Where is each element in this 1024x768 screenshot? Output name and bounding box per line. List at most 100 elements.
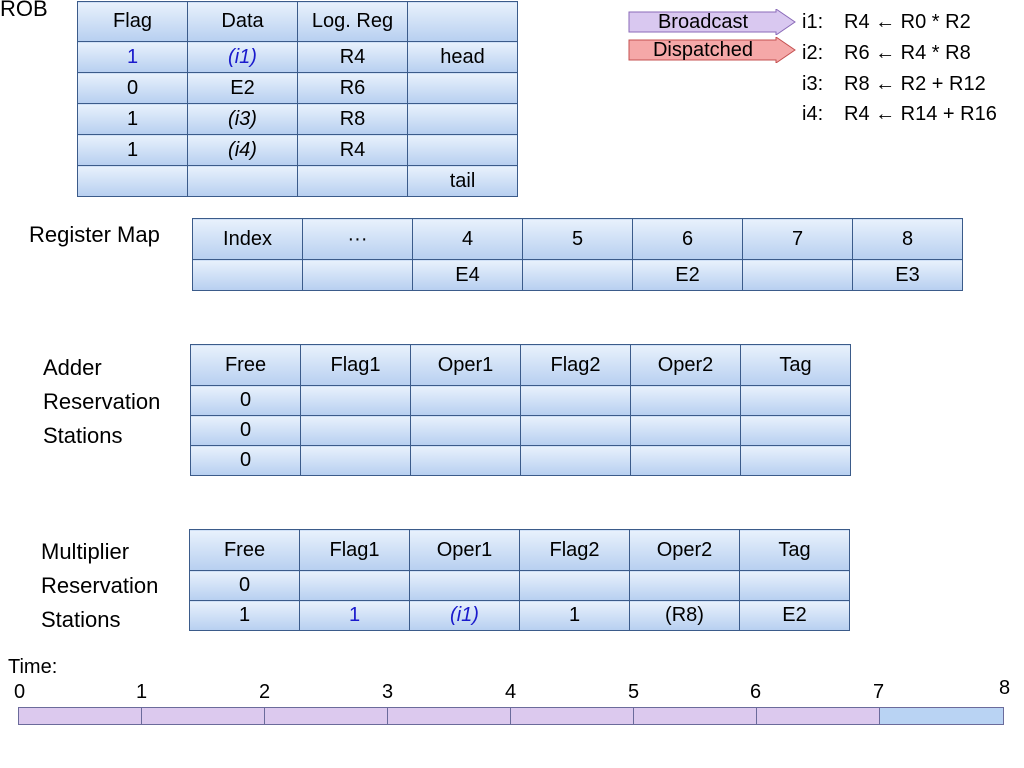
adder-rs-cell [300, 415, 411, 446]
adder-rs-header-cell: Flag1 [300, 344, 411, 386]
mult-rs-row: 1 1 (i1) 1 (R8) E2 [189, 600, 850, 631]
instruction-id: i2: [802, 42, 824, 64]
mult-rs-header-cell: Tag [739, 529, 850, 571]
dispatched-label: Dispatched [652, 39, 754, 61]
register-map-table: Index ··· 4 5 6 7 8 E4 E2 E3 [192, 218, 963, 291]
rob-data-cell: (i1) [187, 41, 298, 73]
rob-note-cell [407, 103, 518, 135]
mult-rs-cell: (i1) [409, 600, 520, 631]
adder-rs-label-line: Adder [43, 355, 102, 380]
register-map-index-label: Index [192, 218, 303, 260]
adder-rs-row: 0 [190, 385, 851, 416]
adder-rs-cell: 0 [190, 445, 301, 476]
timeline-segment-current [879, 707, 1004, 725]
rob-table: Flag Data Log. Reg 1 (i1) R4 head 0 E2 R… [77, 1, 518, 197]
timeline-segment-elapsed [264, 707, 388, 725]
adder-rs-header-cell: Oper2 [630, 344, 741, 386]
register-map-index-row: Index ··· 4 5 6 7 8 [192, 218, 963, 260]
mult-rs-cell: 1 [189, 600, 300, 631]
register-map-value-row: E4 E2 E3 [192, 259, 963, 291]
adder-rs-cell [740, 445, 851, 476]
adder-rs-cell [300, 385, 411, 416]
adder-rs-cell [520, 415, 631, 446]
adder-rs-header-cell: Flag2 [520, 344, 631, 386]
mult-rs-label-line: Reservation [41, 573, 159, 598]
instruction-id: i4: [802, 103, 824, 125]
adder-rs-cell [740, 385, 851, 416]
register-map-value-cell: E3 [852, 259, 963, 291]
register-map-index-cell: ··· [302, 218, 413, 260]
broadcast-arrow [628, 9, 796, 35]
adder-rs-cell [300, 445, 411, 476]
rob-row: 0 E2 R6 [77, 72, 518, 104]
rob-header-row: Flag Data Log. Reg [77, 1, 518, 42]
instruction-i2: i2: R6 ← R4 * R8 [802, 38, 971, 69]
instruction-i3: i3:R8 ← R2 + R12 [802, 69, 986, 100]
mult-rs-cell: (R8) [629, 600, 740, 631]
adder-rs-row: 0 [190, 445, 851, 476]
rob-note-cell [407, 134, 518, 166]
adder-rs-label-line: Reservation [43, 389, 161, 414]
instruction-text: R6 ← R4 * R8 [844, 42, 971, 64]
rob-data-cell: E2 [187, 72, 298, 104]
register-map-value-cell [302, 259, 413, 291]
mult-rs-cell [629, 570, 740, 601]
register-map-index-cell: 4 [412, 218, 523, 260]
rob-data-cell: (i3) [187, 103, 298, 135]
timeline-segment-elapsed [18, 707, 142, 725]
instruction-id: i1: [802, 11, 824, 33]
timeline-tick: 2 [259, 681, 271, 703]
rob-note-cell [407, 72, 518, 104]
timeline-tick: 5 [628, 681, 640, 703]
mult-rs-cell [299, 570, 410, 601]
rob-row: tail [77, 165, 518, 197]
mult-rs-header-cell: Flag2 [519, 529, 630, 571]
mult-rs-cell [519, 570, 630, 601]
adder-rs-cell [520, 385, 631, 416]
mult-rs-cell [409, 570, 520, 601]
mult-rs-label-line: Stations [41, 607, 121, 632]
instruction-id: i3: [802, 73, 824, 95]
adder-rs-cell [630, 445, 741, 476]
timeline-tick: 3 [382, 681, 394, 703]
register-map-index-cell: 6 [632, 218, 743, 260]
instruction-text: R4 ← R0 * R2 [844, 11, 971, 33]
adder-rs-cell [740, 415, 851, 446]
timeline-tick: 7 [873, 681, 885, 703]
adder-rs-cell [630, 385, 741, 416]
rob-reg-cell: R8 [297, 103, 408, 135]
rob-reg-cell: R6 [297, 72, 408, 104]
register-map-index-cell: 5 [522, 218, 633, 260]
adder-rs-cell [410, 415, 521, 446]
timeline-tick: 1 [136, 681, 148, 703]
timeline-tick: 4 [505, 681, 517, 703]
adder-rs-header-cell: Tag [740, 344, 851, 386]
mult-rs-header-cell: Flag1 [299, 529, 410, 571]
adder-rs-cell: 0 [190, 415, 301, 446]
rob-flag-cell: 1 [77, 103, 188, 135]
register-map-value-cell [192, 259, 303, 291]
rob-header-data: Data [187, 1, 298, 42]
adder-rs-table: Free Flag1 Oper1 Flag2 Oper2 Tag 0 0 0 [190, 344, 851, 476]
adder-rs-row: 0 [190, 415, 851, 446]
mult-rs-table: Free Flag1 Oper1 Flag2 Oper2 Tag 0 1 1 (… [189, 529, 850, 631]
timeline-tick: 6 [750, 681, 762, 703]
register-map-index-cell: 7 [742, 218, 853, 260]
adder-rs-cell: 0 [190, 385, 301, 416]
register-map-value-cell: E2 [632, 259, 743, 291]
rob-tail-pointer: tail [407, 165, 518, 197]
rob-header-reg: Log. Reg [297, 1, 408, 42]
adder-rs-header-cell: Oper1 [410, 344, 521, 386]
rob-data-cell: (i4) [187, 134, 298, 166]
mult-rs-cell: 0 [189, 570, 300, 601]
adder-rs-label-line: Stations [43, 423, 123, 448]
adder-rs-cell [410, 445, 521, 476]
mult-rs-header-row: Free Flag1 Oper1 Flag2 Oper2 Tag [189, 529, 850, 571]
register-map-value-cell: E4 [412, 259, 523, 291]
rob-label: ROB [0, 0, 48, 21]
rob-row: 1 (i1) R4 head [77, 41, 518, 73]
rob-flag-cell: 1 [77, 41, 188, 73]
mult-rs-cell: E2 [739, 600, 850, 631]
adder-rs-cell [630, 415, 741, 446]
adder-rs-cell [410, 385, 521, 416]
